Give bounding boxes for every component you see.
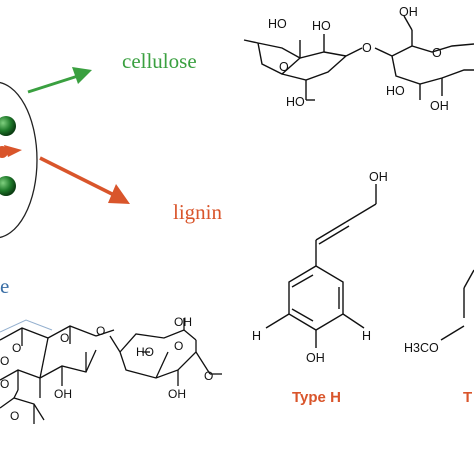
type-h-label: Type H xyxy=(292,389,341,406)
cellulose-atom-ho: HO xyxy=(286,95,305,109)
cellulose-structure xyxy=(243,15,474,101)
cellulose-atom-ho: HO xyxy=(268,17,287,31)
lignin-type-g-partial-structure xyxy=(440,269,474,341)
hemicellulose-structure xyxy=(0,318,222,424)
hemicellulose-highlight xyxy=(0,319,53,333)
type-partial-label: T xyxy=(463,389,472,406)
cellulose-atom-oh: OH xyxy=(399,5,418,19)
lignin-atom-oh: OH xyxy=(306,351,325,365)
hemicellulose-atom-oh: OH xyxy=(54,387,72,401)
cellulose-atom-o: O xyxy=(362,41,372,55)
arrow-to-cellulose xyxy=(27,67,92,94)
hemicellulose-atom-ho: HO xyxy=(136,345,154,359)
hemicellulose-atom-o: O xyxy=(204,369,213,383)
lignin-atom-h: H xyxy=(362,329,371,343)
cellulose-atoms: HO HO OH O O O HO HO OH xyxy=(268,5,449,113)
cellulose-atom-ho: HO xyxy=(312,19,331,33)
hemicellulose-label-fragment: e xyxy=(0,274,9,298)
hemicellulose-atom-o: O xyxy=(96,324,105,338)
hemicellulose-atom-oh: OH xyxy=(168,387,186,401)
cellulose-atom-o: O xyxy=(279,60,289,74)
cellulose-label: cellulose xyxy=(122,49,197,73)
lignin-label: lignin xyxy=(173,200,223,224)
lignin-atom-h: H xyxy=(252,329,261,343)
hemicellulose-atom-o: O xyxy=(60,331,69,345)
arrow-to-hemicellulose-partial xyxy=(4,145,22,157)
hemicellulose-atom-o: O xyxy=(0,377,9,391)
lignin-type-h-structure xyxy=(265,184,377,348)
cellulose-atom-ho: HO xyxy=(386,84,405,98)
hemicellulose-atom-oh: OH xyxy=(174,315,192,329)
cellulose-atom-oh: OH xyxy=(430,99,449,113)
lignin-atom-oh: OH xyxy=(369,170,388,184)
hemicellulose-atoms: O O O O O OH HO OH OH O O O xyxy=(0,315,213,423)
lignin-atom-h3co: H3CO xyxy=(404,341,439,355)
fiber-bundle-icon xyxy=(0,81,38,239)
cellulose-atom-o: O xyxy=(432,46,442,60)
hemicellulose-atom-o: O xyxy=(0,354,9,368)
hemicellulose-atom-o: O xyxy=(10,409,19,423)
hemicellulose-atom-o: O xyxy=(12,341,21,355)
hemicellulose-atom-o: O xyxy=(174,339,183,353)
arrow-to-lignin xyxy=(39,156,130,204)
lignin-type-h-atoms: OH H H OH xyxy=(252,170,388,365)
